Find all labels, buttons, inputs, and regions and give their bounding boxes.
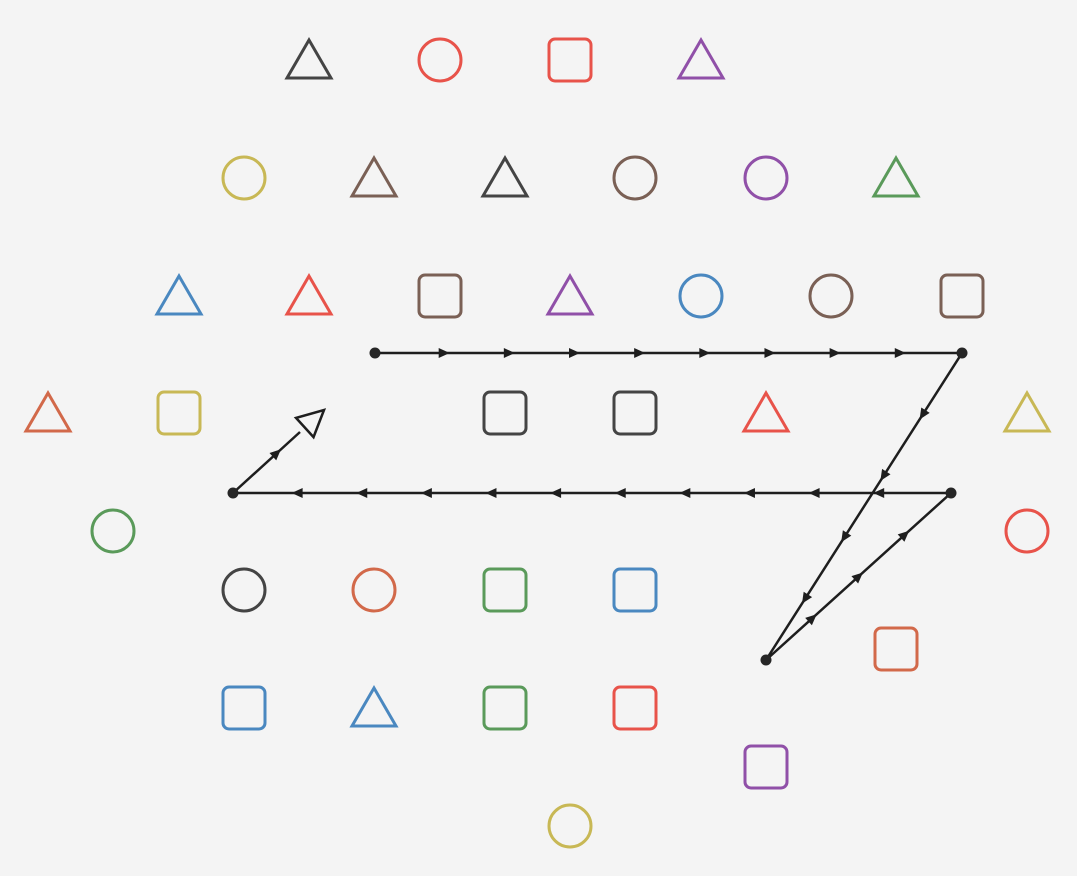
direction-arrow-icon xyxy=(808,488,820,498)
yellow-circle-icon xyxy=(547,803,593,849)
path-node-4 xyxy=(945,487,957,499)
path-node-1 xyxy=(369,347,381,359)
direction-arrow-icon xyxy=(894,348,906,358)
dark-circle-icon xyxy=(221,567,267,613)
green-circle-icon xyxy=(90,508,136,554)
direction-arrow-icon xyxy=(634,348,646,358)
path-node-3 xyxy=(760,654,772,666)
red-square-icon xyxy=(612,685,658,731)
direction-arrow-icon xyxy=(897,530,910,542)
blue-triangle-icon xyxy=(349,685,399,728)
dark-triangle-icon xyxy=(284,37,334,80)
blue-triangle-icon xyxy=(154,273,204,316)
red-square-icon xyxy=(547,37,593,83)
direction-arrow-icon xyxy=(841,530,852,543)
direction-arrow-icon xyxy=(699,348,711,358)
brown-square-icon xyxy=(417,273,463,319)
orange-square-icon xyxy=(873,626,919,672)
yellow-triangle-icon xyxy=(1002,390,1052,433)
brown-circle-icon xyxy=(808,273,854,319)
dark-square-icon xyxy=(612,390,658,436)
dark-triangle-icon xyxy=(480,155,530,198)
dark-square-icon xyxy=(482,390,528,436)
direction-arrow-icon xyxy=(485,488,497,498)
path-endpoints xyxy=(227,347,968,666)
direction-arrow-icon xyxy=(743,488,755,498)
direction-arrow-icon xyxy=(550,488,562,498)
red-triangle-icon xyxy=(741,390,791,433)
path-node-2 xyxy=(956,347,968,359)
red-circle-icon xyxy=(417,37,463,83)
blue-circle-icon xyxy=(678,273,724,319)
direction-arrow-icon xyxy=(801,591,813,604)
direction-arrow-icon xyxy=(503,348,515,358)
shapes-layer xyxy=(23,37,1052,849)
direction-arrow-icon xyxy=(873,488,885,498)
brown-square-icon xyxy=(939,273,985,319)
direction-arrow-icon xyxy=(829,348,841,358)
direction-arrow-icon xyxy=(438,348,450,358)
green-square-icon xyxy=(482,567,528,613)
path-polyline xyxy=(229,351,965,661)
direction-arrow-icon xyxy=(356,488,368,498)
purple-square-icon xyxy=(743,744,789,790)
direction-arrow-icon xyxy=(614,488,626,498)
brown-triangle-icon xyxy=(349,155,399,198)
path-arrowheads xyxy=(269,348,930,626)
red-triangle-icon xyxy=(284,273,334,316)
green-square-icon xyxy=(482,685,528,731)
purple-circle-icon xyxy=(743,155,789,201)
direction-arrow-icon xyxy=(291,488,303,498)
direction-arrow-icon xyxy=(420,488,432,498)
red-circle-icon xyxy=(1004,508,1050,554)
direction-arrow-icon xyxy=(880,468,891,481)
direction-arrow-icon xyxy=(851,572,863,584)
direction-arrow-icon xyxy=(679,488,691,498)
yellow-square-icon xyxy=(156,390,202,436)
green-triangle-icon xyxy=(871,155,921,198)
blue-square-icon xyxy=(612,567,658,613)
direction-arrow-icon xyxy=(805,614,817,626)
direction-arrow-icon xyxy=(764,348,776,358)
purple-triangle-icon xyxy=(676,37,726,80)
direction-arrow-icon xyxy=(568,348,580,358)
brown-circle-icon xyxy=(612,155,658,201)
yellow-circle-icon xyxy=(221,155,267,201)
purple-triangle-icon xyxy=(545,273,595,316)
direction-arrow-icon xyxy=(919,407,930,420)
arrow-path xyxy=(227,347,968,666)
path-node-5 xyxy=(227,487,239,499)
orange-circle-icon xyxy=(351,567,397,613)
end-arrow-icon xyxy=(293,408,327,440)
orange-triangle-icon xyxy=(23,390,73,433)
direction-arrow-icon xyxy=(269,449,281,461)
blue-square-icon xyxy=(221,685,267,731)
